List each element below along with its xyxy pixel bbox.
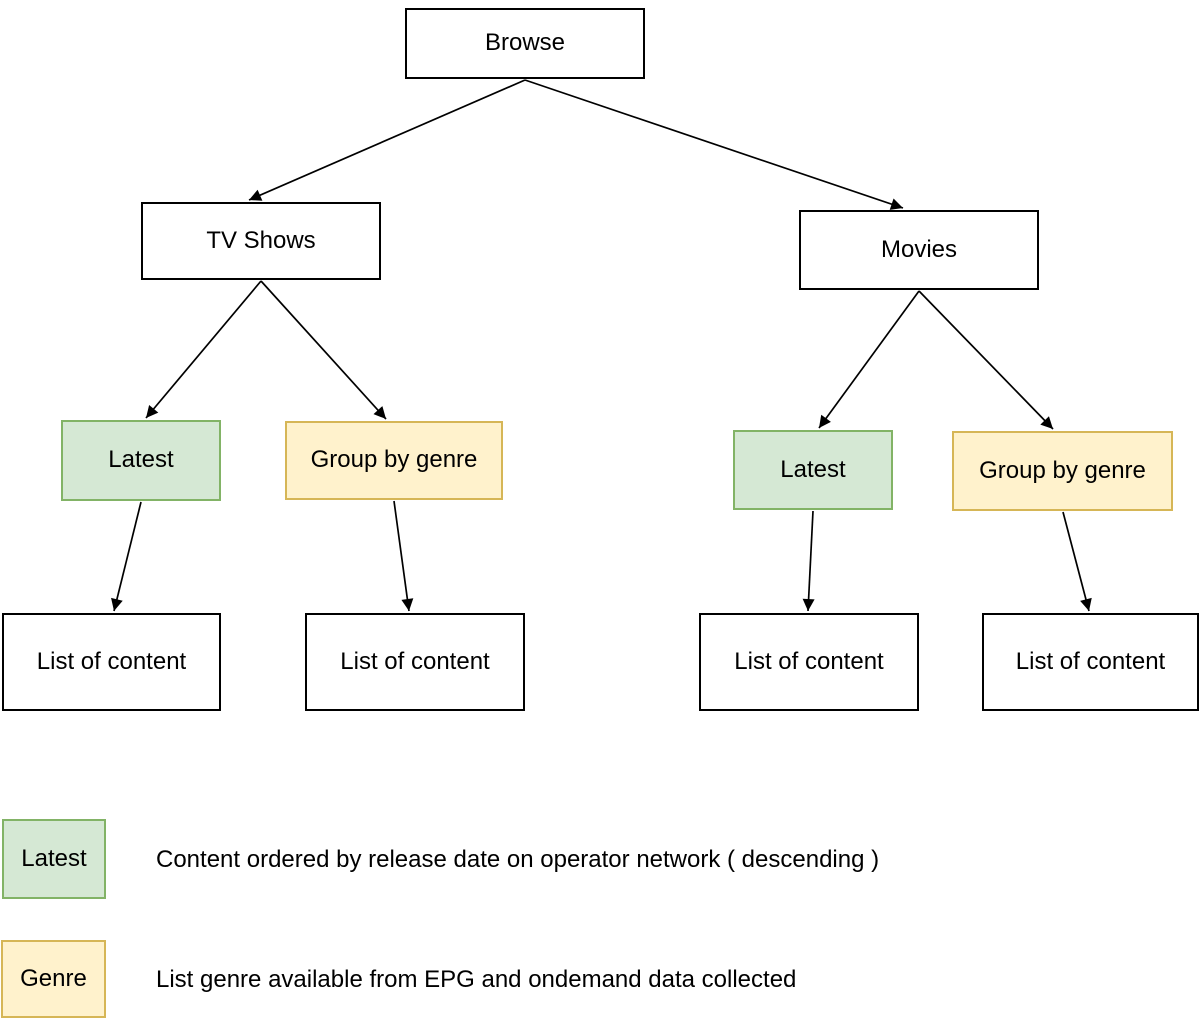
node-movies-group-by-genre: Group by genre xyxy=(952,431,1173,511)
node-tv-latest-list-of-content: List of content xyxy=(2,613,221,711)
node-movies-genre-list-of-content: List of content xyxy=(982,613,1199,711)
node-browse: Browse xyxy=(405,8,645,79)
edge-browse-to-tv-shows xyxy=(248,79,526,201)
legend-swatch-genre: Genre xyxy=(1,940,106,1018)
node-tv-latest: Latest xyxy=(61,420,221,501)
edge-movies-latest-to-list xyxy=(802,510,815,612)
edge-tv-shows-to-group xyxy=(260,280,387,420)
legend-swatch-latest: Latest xyxy=(2,819,106,899)
edge-movies-to-group xyxy=(918,290,1054,430)
node-tv-shows: TV Shows xyxy=(141,202,381,280)
edge-movies-to-latest xyxy=(818,290,920,429)
edge-browse-to-movies xyxy=(524,79,904,210)
node-movies-latest: Latest xyxy=(733,430,893,510)
edge-tv-shows-to-latest xyxy=(145,280,262,419)
node-tv-genre-list-of-content: List of content xyxy=(305,613,525,711)
edge-tv-latest-to-list xyxy=(111,501,142,612)
node-movies: Movies xyxy=(799,210,1039,290)
legend-description-genre: List genre available from EPG and ondema… xyxy=(156,966,797,993)
edge-tv-group-to-list xyxy=(393,500,414,612)
node-movies-latest-list-of-content: List of content xyxy=(699,613,919,711)
edge-movies-group-to-list xyxy=(1062,511,1092,612)
legend-description-latest: Content ordered by release date on opera… xyxy=(156,846,880,873)
node-tv-group-by-genre: Group by genre xyxy=(285,421,503,500)
